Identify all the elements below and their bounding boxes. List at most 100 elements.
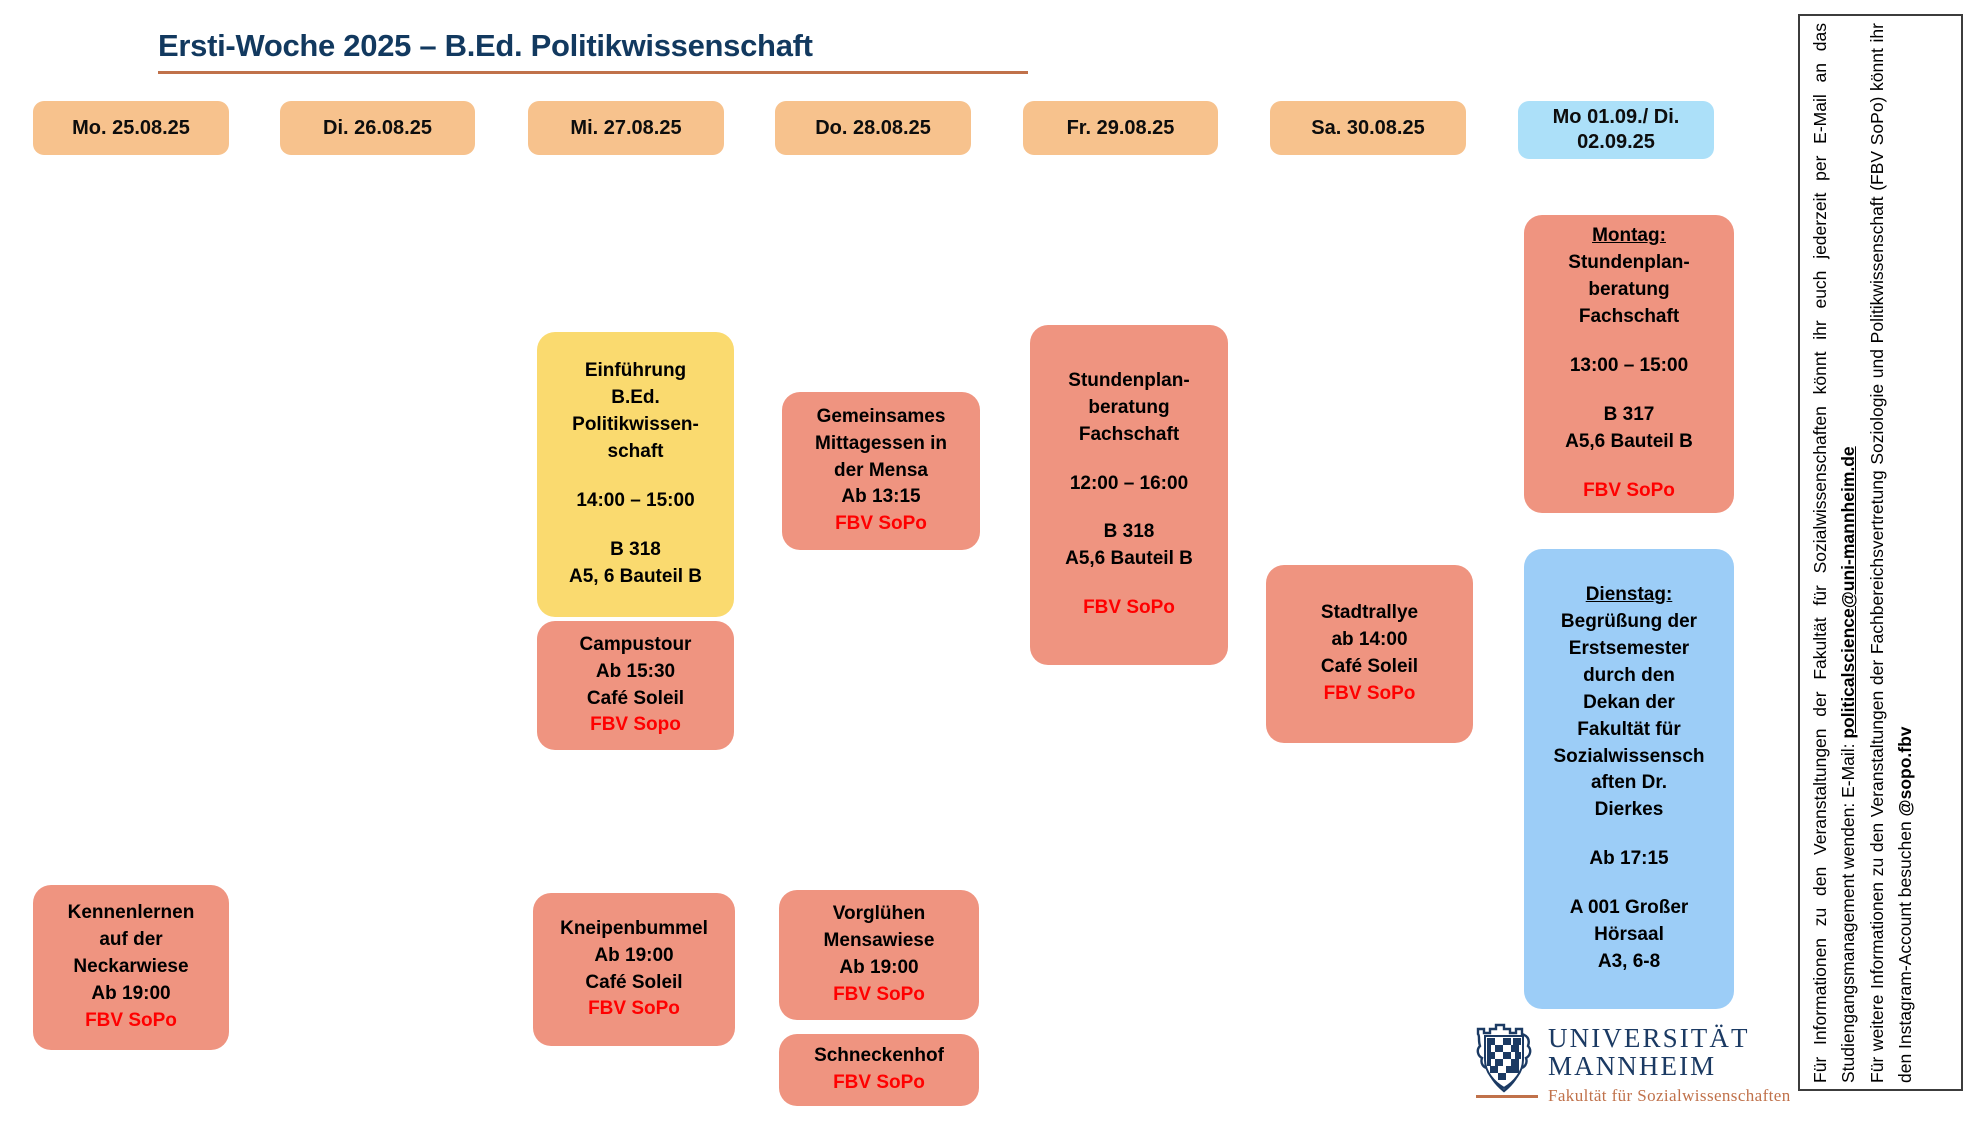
card-title: Stadtrallye: [1320, 602, 1419, 624]
card-organizer: FBV SoPo: [588, 998, 680, 1020]
card-time: ab 14:00: [1331, 629, 1408, 651]
card-line: Fachschaft: [1078, 423, 1180, 445]
card-line: Sozialwissensch: [1553, 745, 1705, 767]
logo-rule: [1476, 1095, 1538, 1098]
university-crest-icon: [1476, 1023, 1532, 1093]
card-time: 14:00 – 15:00: [576, 489, 695, 511]
logo-faculty-subtitle: Fakultät für Sozialwissenschaften: [1548, 1086, 1791, 1105]
card-line: Kennenlernen: [67, 902, 195, 924]
card-campustour[interactable]: Campustour Ab 15:30 Café Soleil FBV Sopo: [537, 621, 734, 750]
card-spacer: [545, 466, 726, 488]
card-organizer: FBV Sopo: [590, 714, 681, 736]
card-kneipenbummel[interactable]: Kneipenbummel Ab 19:00 Café Soleil FBV S…: [533, 893, 735, 1046]
card-montag-stundenplanberatung[interactable]: Montag: Stundenplan- beratung Fachschaft…: [1524, 215, 1734, 513]
card-line: auf der: [99, 929, 163, 951]
card-time: Ab 19:00: [594, 944, 674, 966]
card-line: B.Ed.: [611, 387, 660, 409]
card-day-label: Dienstag:: [1585, 583, 1673, 605]
card-organizer: FBV SoPo: [835, 513, 927, 535]
card-location: A5, 6 Bauteil B: [568, 565, 703, 587]
card-spacer: [1532, 380, 1726, 402]
info-contact-email[interactable]: politicalscience@uni-mannheim.de: [1837, 445, 1858, 739]
day-chip-di-26-08[interactable]: Di. 26.08.25: [280, 101, 475, 155]
day-chip-mo-01-09-di-02-09[interactable]: Mo 01.09./ Di. 02.09.25: [1518, 101, 1714, 159]
card-line: Dekan der: [1583, 691, 1675, 713]
card-line: Politikwissen-: [572, 414, 699, 436]
card-location: Mensawiese: [823, 930, 935, 952]
day-chip-sa-30-08[interactable]: Sa. 30.08.25: [1270, 101, 1466, 155]
card-time: 12:00 – 16:00: [1069, 472, 1189, 494]
university-mannheim-logo: UNIVERSITÄT MANNHEIM Fakultät für Sozial…: [1468, 1018, 1790, 1110]
card-line: beratung: [1588, 279, 1670, 301]
card-title: Campustour: [579, 633, 692, 655]
card-organizer: FBV SoPo: [1083, 597, 1175, 619]
card-room: B 318: [610, 538, 661, 560]
card-time: 13:00 – 15:00: [1569, 355, 1689, 376]
card-line: Stundenplan-: [1568, 252, 1690, 274]
card-schneckenhof[interactable]: Schneckenhof FBV SoPo: [779, 1034, 979, 1106]
card-line: Stundenplan-: [1068, 369, 1190, 391]
card-line: Neckarwiese: [73, 956, 189, 978]
card-title: Vorglühen: [832, 903, 926, 925]
day-chip-do-28-08[interactable]: Do. 28.08.25: [775, 101, 971, 155]
card-line: Begrüßung der: [1560, 610, 1698, 632]
card-line: aften Dr.: [1590, 772, 1668, 794]
card-dienstag-begruessung-erstsemester[interactable]: Dienstag: Begrüßung der Erstsemester dur…: [1524, 549, 1734, 1009]
card-location: Café Soleil: [586, 687, 685, 709]
card-time: Ab 15:30: [595, 660, 676, 682]
title-underline-rule: [158, 71, 1028, 74]
info-instagram-text: Für weitere Informationen zu den Veranst…: [1866, 22, 1915, 1083]
university-wordmark: UNIVERSITÄT MANNHEIM: [1548, 1024, 1750, 1081]
day-chip-mi-27-08[interactable]: Mi. 27.08.25: [528, 101, 724, 155]
logo-line-1: UNIVERSITÄT: [1548, 1023, 1750, 1053]
card-spacer: [545, 515, 726, 537]
card-time: Ab 19:00: [839, 957, 919, 978]
card-location: A3, 6-8: [1597, 951, 1661, 973]
card-stadtrallye[interactable]: Stadtrallye ab 14:00 Café Soleil FBV SoP…: [1266, 565, 1473, 743]
info-instagram-handle[interactable]: @sopo.fbv: [1894, 725, 1915, 816]
info-paragraph-instagram: Für weitere Informationen zu den Veranst…: [1862, 23, 1919, 1083]
card-location: A5,6 Bauteil B: [1565, 430, 1693, 452]
card-location: Café Soleil: [1320, 656, 1419, 677]
card-line: Dierkes: [1594, 799, 1664, 821]
info-paragraph-contact: Für Informationen zu den Veranstaltungen…: [1806, 23, 1863, 1083]
card-einfuehrung-bed-politikwissenschaft[interactable]: Einführung B.Ed. Politikwissen- schaft 1…: [537, 332, 734, 617]
card-organizer: FBV SoPo: [1583, 479, 1675, 501]
page-title: Ersti-Woche 2025 – B.Ed. Politikwissensc…: [158, 28, 813, 63]
card-location: A5,6 Bauteil B: [1065, 548, 1193, 570]
card-time: Ab 17:15: [1589, 848, 1669, 870]
card-organizer: FBV SoPo: [85, 1009, 177, 1031]
card-spacer: [1038, 573, 1220, 595]
card-room: B 317: [1603, 403, 1655, 425]
card-vorgluehen-mensawiese[interactable]: Vorglühen Mensawiese Ab 19:00 FBV SoPo: [779, 890, 979, 1020]
card-line: schaft: [607, 441, 664, 463]
card-line: Erstsemester: [1568, 637, 1690, 659]
card-title: Schneckenhof: [814, 1045, 944, 1067]
card-spacer: [1038, 449, 1220, 471]
card-gemeinsames-mittagessen[interactable]: Gemeinsames Mittagessen in der Mensa Ab …: [782, 392, 980, 550]
card-time: Ab 13:15: [841, 486, 921, 508]
card-line: Einführung: [584, 360, 687, 382]
day-chip-fr-29-08[interactable]: Fr. 29.08.25: [1023, 101, 1218, 155]
info-box-text: Für Informationen zu den Veranstaltungen…: [1806, 23, 1956, 1083]
card-spacer: [1038, 497, 1220, 519]
card-room-name: Hörsaal: [1594, 924, 1664, 946]
card-kennenlernen-neckarwiese[interactable]: Kennenlernen auf der Neckarwiese Ab 19:0…: [33, 885, 229, 1050]
card-line: der Mensa: [834, 459, 928, 481]
day-chip-mo-25-08[interactable]: Mo. 25.08.25: [33, 101, 229, 155]
day-header-row: Mo. 25.08.25 Di. 26.08.25 Mi. 27.08.25 D…: [0, 101, 1760, 163]
logo-line-2: MANNHEIM: [1548, 1051, 1717, 1082]
card-line: Fakultät für: [1577, 718, 1681, 740]
info-box: Für Informationen zu den Veranstaltungen…: [1798, 14, 1963, 1091]
card-line: Mittagessen in: [815, 432, 947, 454]
card-day-label: Montag:: [1592, 225, 1666, 247]
card-stundenplanberatung-fachschaft-freitag[interactable]: Stundenplan- beratung Fachschaft 12:00 –…: [1030, 325, 1228, 665]
card-room: A 001 Großer: [1569, 897, 1689, 919]
card-location: Café Soleil: [585, 971, 683, 993]
title-block: Ersti-Woche 2025 – B.Ed. Politikwissensc…: [158, 28, 1038, 74]
card-line: beratung: [1088, 396, 1170, 418]
card-time: Ab 19:00: [91, 982, 171, 1004]
card-organizer: FBV SoPo: [1323, 682, 1416, 704]
card-line: Fachschaft: [1578, 306, 1680, 328]
card-organizer: FBV SoPo: [833, 1072, 925, 1093]
